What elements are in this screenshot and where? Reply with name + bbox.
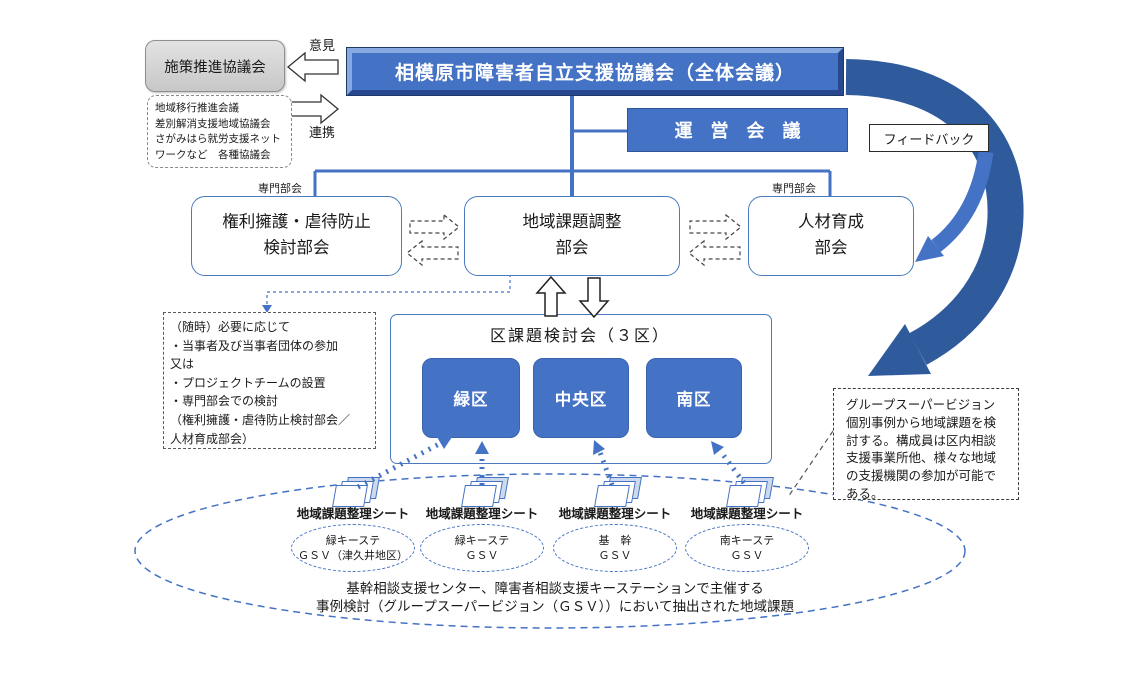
subcommittee-line: 地域課題調整 bbox=[522, 213, 622, 231]
ward-box-midori: 緑区 bbox=[422, 358, 520, 438]
adhoc-note-line: ・プロジェクトチームの設置 bbox=[170, 375, 326, 390]
gsv-note-line: 支援事業所他、様々な地域 bbox=[846, 451, 997, 466]
related-council-line: さがみはら就労支援ネット bbox=[155, 133, 281, 145]
feedback-label: フィードバック bbox=[883, 131, 975, 147]
senmon-bukai-label-right: 専門部会 bbox=[772, 183, 816, 195]
management-meeting-label: 運 営 会 議 bbox=[674, 121, 801, 141]
sheet-label: 地域課題整理シート bbox=[690, 507, 804, 521]
sheet-label: 地域課題整理シート bbox=[425, 507, 539, 521]
subcommittee-line: 部会 bbox=[814, 239, 848, 257]
gsv-note-line: 討する。構成員は区内相談 bbox=[846, 433, 997, 448]
gsv-unit-ellipse: 緑キーステ ＧＳＶ bbox=[420, 524, 544, 572]
footer-line-2: 事例検討（グループスーパービジョン（ＧＳＶ））において抽出された地域課題 bbox=[316, 599, 794, 614]
gsv-unit-sub: ＧＳＶ bbox=[730, 550, 764, 562]
gsv-unit-name: 南キーステ bbox=[719, 535, 775, 547]
ward-committee-title: 区課題検討会（３区） bbox=[489, 328, 670, 345]
gsv-unit-sub: ＧＳＶ bbox=[598, 550, 632, 562]
gsv-unit-ellipse: 南キーステ ＧＳＶ bbox=[685, 524, 809, 572]
gsv-unit-sub: ＧＳＶ（津久井地区） bbox=[298, 550, 408, 562]
related-council-line: ワークなど 各種協議会 bbox=[155, 148, 271, 161]
adhoc-note-line: （随時）必要に応じて bbox=[170, 320, 291, 334]
gsv-unit-ellipse: 基 幹 ＧＳＶ bbox=[553, 524, 677, 572]
gsv-unit-name: 緑キーステ bbox=[454, 535, 510, 547]
callout-leader-line bbox=[787, 430, 834, 498]
opinion-label: 意見 bbox=[308, 38, 335, 53]
gsv-note-line: グループスーパービジョン bbox=[846, 398, 996, 412]
gsv-unit-name: 基 幹 bbox=[598, 535, 632, 547]
gsv-explanation-note: グループスーパービジョン 個別事例から地域課題を検 討する。構成員は区内相談 支… bbox=[833, 388, 1019, 501]
senmon-bukai-label-left: 専門部会 bbox=[258, 183, 302, 195]
ward-box-minami: 南区 bbox=[646, 358, 742, 438]
footer-description: 基幹相談支援センター、障害者相談支援キーステーションで主催する 事例検討（グルー… bbox=[275, 580, 835, 616]
main-council-title-box: 相模原市障害者自立支援協議会（全体会議） bbox=[347, 48, 843, 95]
adhoc-note-line: ・当事者及び当事者団体の参加 bbox=[170, 338, 339, 353]
regional-issues-subcommittee-box: 地域課題調整 部会 bbox=[464, 196, 680, 276]
related-councils-box: 地域移行推進会議 差別解消支援地域協議会 さがみはら就労支援ネット ワークなど … bbox=[147, 95, 292, 168]
main-council-title: 相模原市障害者自立支援協議会（全体会議） bbox=[394, 63, 795, 84]
adhoc-note-line: ・専門部会での検討 bbox=[170, 394, 279, 409]
hr-development-subcommittee-box: 人材育成 部会 bbox=[748, 196, 914, 276]
gsv-unit-ellipse: 緑キーステ ＧＳＶ（津久井地区） bbox=[291, 524, 415, 572]
sheet-label: 地域課題整理シート bbox=[558, 507, 672, 521]
feedback-inner-arrow bbox=[915, 150, 994, 262]
rights-protection-subcommittee-box: 権利擁護・虐待防止 検討部会 bbox=[191, 196, 402, 276]
management-meeting-box: 運 営 会 議 bbox=[627, 108, 848, 152]
adhoc-note-line: 人材育成部会） bbox=[170, 431, 255, 446]
gsv-note-line: ある。 bbox=[846, 486, 884, 501]
adhoc-participation-note: （随時）必要に応じて ・当事者及び当事者団体の参加 又は ・プロジェクトチームの… bbox=[163, 312, 376, 449]
footer-line-1: 基幹相談支援センター、障害者相談支援キーステーションで主催する bbox=[346, 581, 764, 596]
subcommittee-line: 権利擁護・虐待防止 bbox=[222, 213, 371, 231]
adhoc-connector-arrow bbox=[262, 274, 511, 313]
subcommittee-line: 部会 bbox=[555, 239, 589, 257]
gsv-unit-sub: ＧＳＶ bbox=[465, 550, 499, 562]
opinion-arrow-icon bbox=[286, 51, 339, 83]
related-council-line: 地域移行推進会議 bbox=[155, 102, 239, 114]
subcommittee-line: 検討部会 bbox=[263, 239, 330, 257]
up-arrow-icon bbox=[535, 275, 567, 317]
related-council-line: 差別解消支援地域協議会 bbox=[155, 117, 271, 130]
cooperation-label: 連携 bbox=[308, 125, 335, 140]
ward-box-chuo: 中央区 bbox=[533, 358, 629, 438]
feedback-label-box: フィードバック bbox=[869, 124, 989, 152]
gsv-unit-name: 緑キーステ bbox=[325, 535, 381, 547]
down-arrow-icon bbox=[578, 277, 610, 319]
cooperation-arrow-icon bbox=[289, 93, 340, 125]
gsv-note-line: 個別事例から地域課題を検 bbox=[846, 415, 997, 430]
sheet-label: 地域課題整理シート bbox=[296, 507, 410, 521]
adhoc-note-line: 又は bbox=[170, 357, 195, 372]
gsv-note-line: の支援機関の参加が可能で bbox=[846, 469, 997, 484]
policy-council-box: 施策推進協議会 bbox=[145, 40, 285, 92]
adhoc-note-line: （権利擁護・虐待防止検討部会／ bbox=[170, 412, 351, 427]
subcommittee-line: 人材育成 bbox=[798, 213, 864, 231]
policy-council-label: 施策推進協議会 bbox=[164, 59, 266, 76]
